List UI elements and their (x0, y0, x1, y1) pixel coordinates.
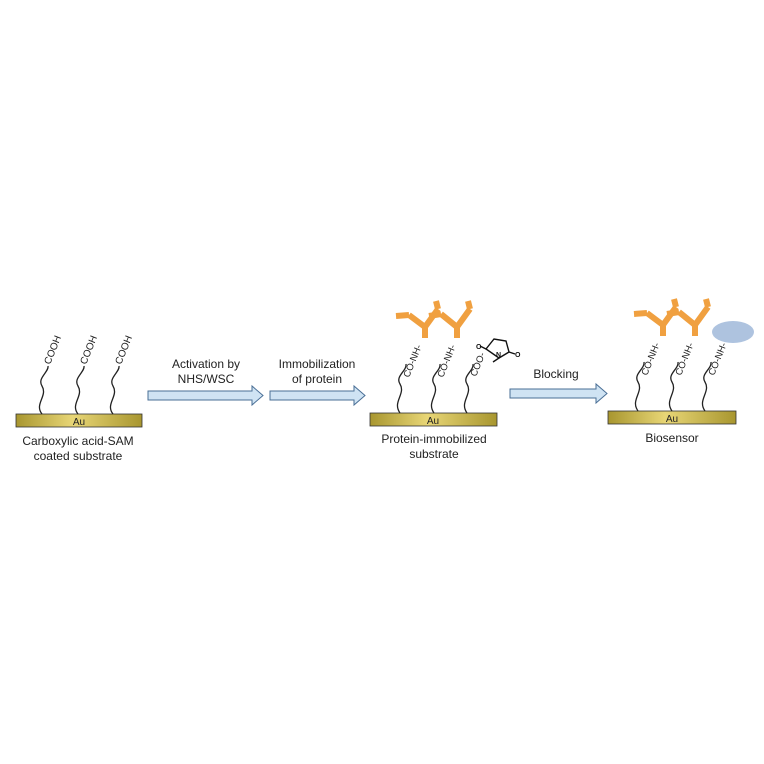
arrow-blocking (509, 382, 608, 405)
amide-group: CO-NH- (674, 341, 697, 377)
au-label: Au (427, 416, 439, 427)
nhs-nitrogen: N (496, 352, 501, 359)
sam-chain (38, 365, 49, 415)
au-label: Au (73, 417, 85, 428)
step1-substrate: Au COOH COOH COOH (15, 334, 143, 428)
arrow1-label: Activation by NHS/WSC (171, 357, 241, 386)
antibody-icon (428, 300, 473, 338)
nhs-ring-icon (479, 338, 516, 363)
antibody-icon (395, 300, 441, 338)
antibody-icon (633, 298, 679, 336)
gold-substrate (15, 413, 143, 428)
cooh-group: COOH (43, 334, 64, 366)
arrow3-label: Blocking (533, 367, 579, 381)
step1-caption: Carboxylic acid-SAM coated substrate (22, 434, 134, 463)
arrow-immobilization (269, 384, 366, 407)
sam-chain (109, 365, 120, 415)
arrow-activation (147, 384, 264, 407)
nhs-oxygen: O (515, 352, 521, 359)
au-label: Au (666, 414, 678, 425)
amide-group: CO-NH- (402, 343, 425, 379)
step3-substrate: Au CO-NH- CO-NH- CO-NH- (607, 298, 754, 425)
sam-chain (701, 361, 712, 412)
sam-chain (463, 363, 474, 414)
sam-chain (668, 361, 679, 412)
ester-group: COO- (469, 351, 488, 378)
arrow2-label: Immobilization of protein (278, 357, 356, 386)
antibody-icon (666, 298, 711, 336)
sam-chain (396, 363, 407, 414)
amide-group: CO-NH- (436, 343, 459, 379)
blocking-agent-icon (712, 321, 754, 343)
cooh-group: COOH (114, 334, 135, 366)
amide-group: CO-NH- (640, 341, 663, 377)
nhs-oxygen: O (476, 344, 482, 351)
amide-group: CO-NH- (707, 341, 730, 377)
sam-chain (634, 361, 645, 412)
cooh-group: COOH (79, 334, 100, 366)
step2-caption: Protein-immobilized substrate (381, 432, 487, 461)
sam-chain (430, 363, 441, 414)
step3-caption: Biosensor (645, 431, 699, 445)
step2-substrate: Au CO-NH- CO-NH- COO- O N O (369, 300, 521, 427)
sam-chain (74, 365, 85, 415)
